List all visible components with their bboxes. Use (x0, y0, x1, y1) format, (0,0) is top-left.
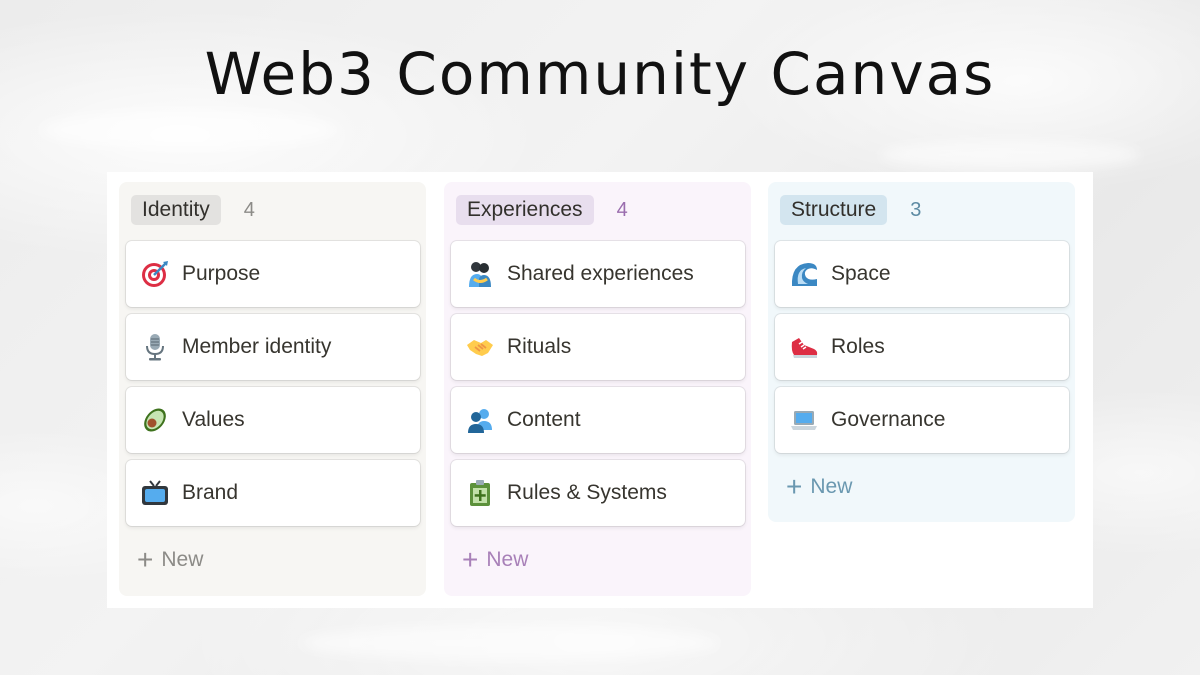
page-title: Web3 Community Canvas (204, 40, 996, 108)
card-member-identity[interactable]: Member identity (126, 314, 420, 380)
card-label: Rituals (507, 335, 572, 358)
card-label: Brand (182, 481, 239, 504)
television-icon (140, 478, 170, 508)
card-purpose[interactable]: Purpose (126, 241, 420, 307)
card-values[interactable]: Values (126, 387, 420, 453)
texture-highlight (880, 140, 1140, 170)
card-label: Governance (831, 408, 946, 431)
card-label: Space (831, 262, 891, 285)
wave-icon (789, 259, 819, 289)
card-label: Shared experiences (507, 262, 694, 285)
new-card-button[interactable]: + New (462, 546, 528, 574)
card-shared-experiences[interactable]: Shared experiences (451, 241, 745, 307)
handshake-icon (465, 332, 495, 362)
column-count: 4 (243, 198, 255, 221)
column-tag-experiences[interactable]: Experiences (456, 195, 594, 225)
people-hugging-icon (465, 259, 495, 289)
new-label: New (161, 548, 204, 571)
column-header: Experiences 4 (456, 194, 628, 226)
column-structure: Structure 3 Space Roles Governance + New (768, 182, 1075, 522)
card-space[interactable]: Space (775, 241, 1069, 307)
microphone-icon (140, 332, 170, 362)
avocado-icon (140, 405, 170, 435)
column-count: 4 (616, 198, 628, 221)
column-tag-structure[interactable]: Structure (780, 195, 888, 225)
card-brand[interactable]: Brand (126, 460, 420, 526)
new-label: New (486, 548, 529, 571)
column-identity: Identity 4 Purpose Member identity Value… (119, 182, 426, 596)
card-label: Values (182, 408, 245, 431)
laptop-icon (789, 405, 819, 435)
card-label: Roles (831, 335, 885, 358)
card-label: Member identity (182, 335, 332, 358)
new-card-button[interactable]: + New (137, 546, 203, 574)
texture-highlight (40, 110, 340, 150)
busts-in-silhouette-icon (465, 405, 495, 435)
card-content[interactable]: Content (451, 387, 745, 453)
plus-icon: + (462, 544, 479, 575)
plus-icon: + (137, 544, 154, 575)
clipboard-plus-icon (465, 478, 495, 508)
kanban-board: Identity 4 Purpose Member identity Value… (107, 172, 1093, 608)
column-count: 3 (910, 198, 922, 221)
texture-highlight (300, 625, 720, 661)
card-governance[interactable]: Governance (775, 387, 1069, 453)
card-label: Rules & Systems (507, 481, 667, 504)
card-label: Content (507, 408, 581, 431)
sneaker-icon (789, 332, 819, 362)
target-icon (140, 259, 170, 289)
column-header: Structure 3 (780, 194, 921, 226)
plus-icon: + (786, 471, 803, 502)
column-header: Identity 4 (131, 194, 255, 226)
card-label: Purpose (182, 262, 261, 285)
card-rules-systems[interactable]: Rules & Systems (451, 460, 745, 526)
column-experiences: Experiences 4 Shared experiences Rituals… (444, 182, 751, 596)
column-tag-identity[interactable]: Identity (131, 195, 221, 225)
card-roles[interactable]: Roles (775, 314, 1069, 380)
card-rituals[interactable]: Rituals (451, 314, 745, 380)
new-label: New (810, 475, 853, 498)
new-card-button[interactable]: + New (786, 473, 852, 501)
